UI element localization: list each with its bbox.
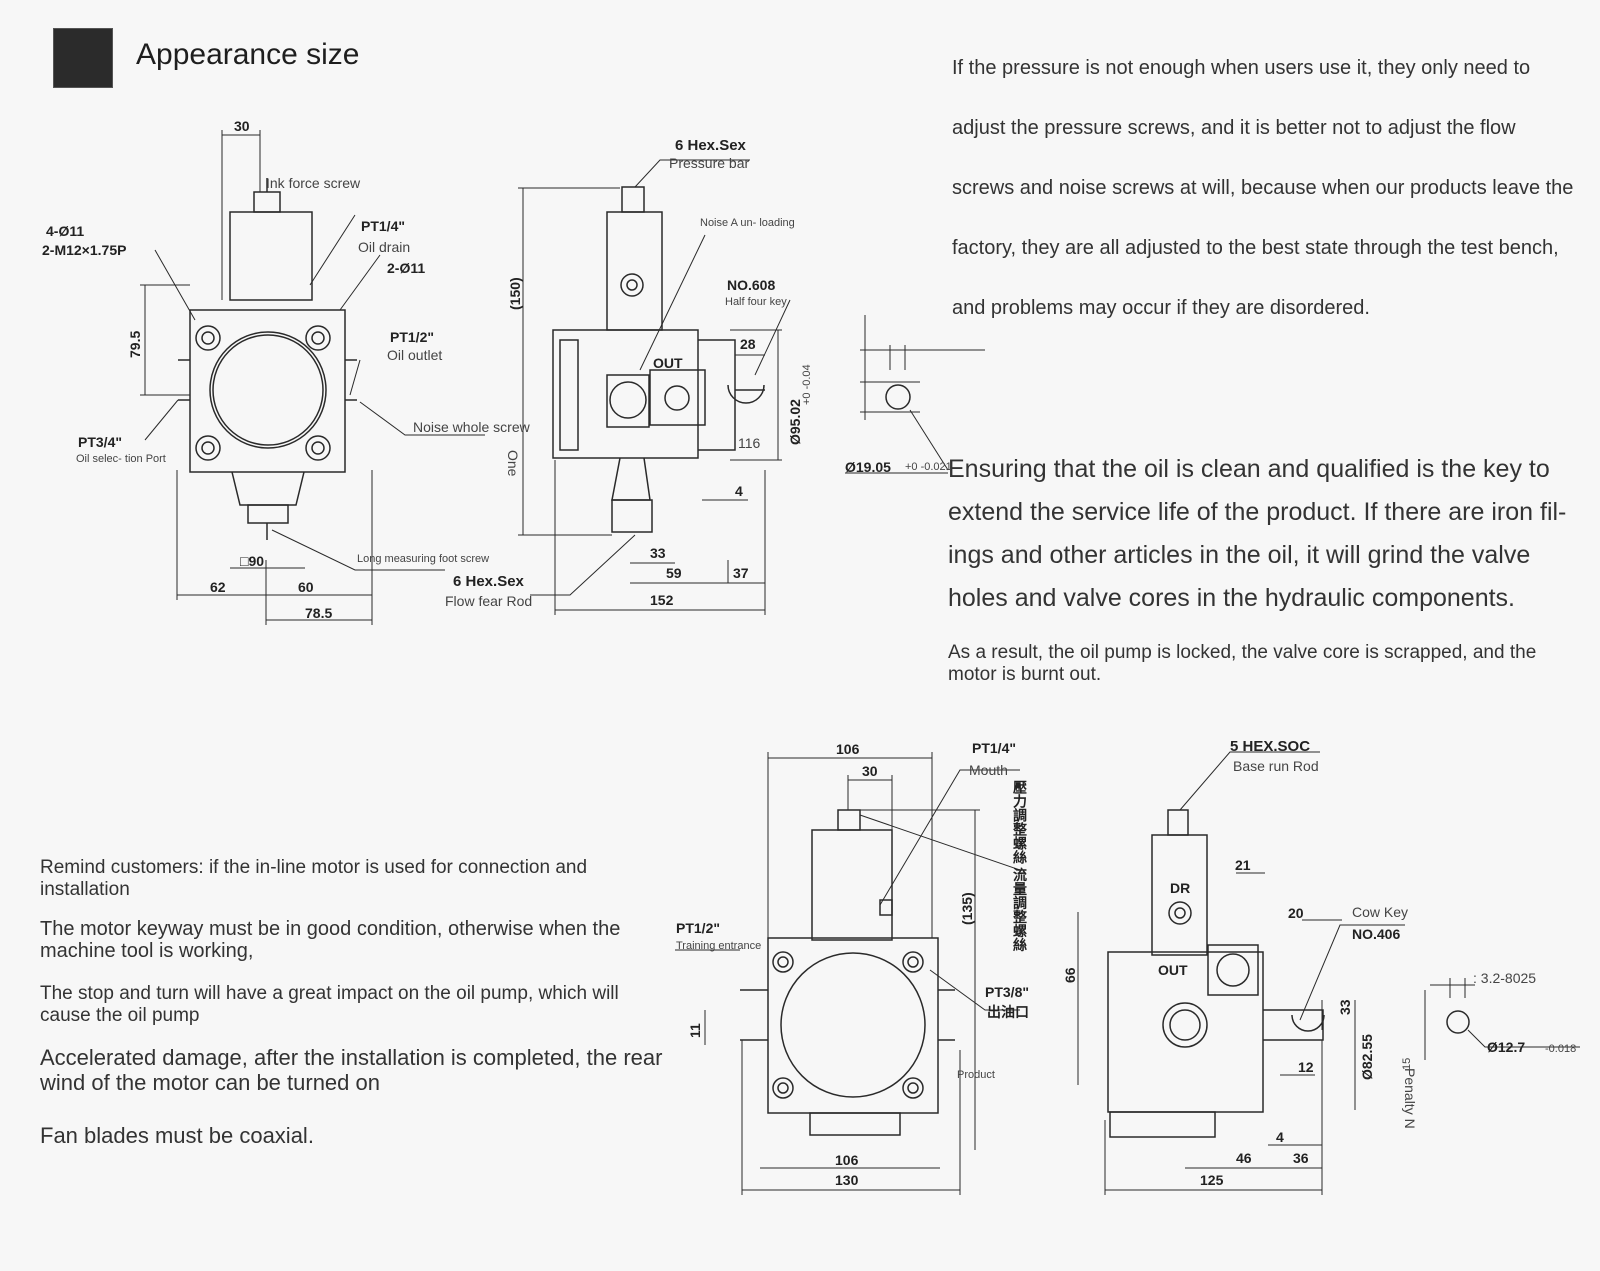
- bottom-shaft-detail: [1424, 978, 1580, 1060]
- dim-33-top: 33: [650, 545, 666, 561]
- product-label: Product: [957, 1069, 995, 1081]
- bottom-front-view: [675, 752, 1021, 1195]
- dim-30-bottom: 30: [862, 763, 878, 779]
- remind-line-1: Remind customers: if the in-line motor i…: [40, 857, 588, 900]
- shaft-spec-bottom: : 3.2-8025: [1473, 970, 1536, 986]
- one-label: One: [505, 450, 521, 477]
- dim-12: 12: [1298, 1059, 1314, 1075]
- tol-9502: +0 -0.04: [801, 364, 813, 405]
- thread-m12: 2-M12×1.75P: [42, 242, 126, 258]
- bottom-side-view: [1077, 751, 1405, 1195]
- dim-33-bottom: 33: [1337, 999, 1353, 1015]
- remind-line-2: The motor keyway must be in good conditi…: [40, 918, 621, 962]
- pt12-label: PT1/2": [390, 329, 434, 345]
- pt14-bottom: PT1/4": [972, 740, 1016, 756]
- dim-20: 20: [1288, 905, 1304, 921]
- no608-label: NO.608: [727, 277, 775, 293]
- pt38-label: PT3/8": [985, 984, 1029, 1000]
- dim-106-top: 106: [836, 741, 860, 757]
- noise-unloading-label: Noise A un- loading: [700, 217, 795, 229]
- shaft-dia-top: Ø19.05: [845, 459, 891, 475]
- dim-11: 11: [687, 1023, 703, 1038]
- pt12-bottom: PT1/2": [676, 920, 720, 936]
- dim-152: 152: [650, 592, 674, 608]
- top-front-view: [140, 130, 485, 625]
- result-note: As a result, the oil pump is locked, the…: [948, 642, 1537, 685]
- dim-36: 36: [1293, 1150, 1309, 1166]
- sq90: □90: [240, 553, 264, 569]
- chinese-outlet: 出油口: [987, 1004, 1029, 1020]
- dim-4-bottom: 4: [1276, 1129, 1284, 1145]
- pressure-note: If the pressure is not enough when users…: [952, 57, 1574, 319]
- page-title: Appearance size: [136, 38, 360, 71]
- oil-outlet-label: Oil outlet: [387, 347, 442, 363]
- dim-21: 21: [1235, 857, 1251, 873]
- shaft-tol-top: +0 -0.021: [905, 461, 952, 473]
- dim-125: 125: [1200, 1172, 1224, 1188]
- header-square: [53, 28, 113, 88]
- hole-4-011: 4-Ø11: [46, 223, 84, 239]
- dim-62: 62: [210, 579, 226, 595]
- long-measuring-label: Long measuring foot screw: [357, 553, 489, 565]
- ink-force-screw-label: Ink force screw: [266, 175, 361, 191]
- dim-28: 28: [740, 336, 756, 352]
- oil-note: Ensuring that the oil is clean and quali…: [948, 455, 1567, 612]
- dim-37: 37: [733, 565, 749, 581]
- dim-135: (135): [959, 892, 975, 925]
- dim-4-top: 4: [735, 483, 743, 499]
- hex-soc-label: 5 HEX.SOC: [1230, 738, 1310, 755]
- shaft-dia-bottom: Ø12.7: [1487, 1039, 1525, 1055]
- pt14-label: PT1/4": [361, 218, 405, 234]
- dim-59: 59: [666, 565, 682, 581]
- remind-line-3: The stop and turn will have a great impa…: [40, 983, 619, 1026]
- flow-fear-rod-label: Flow fear Rod: [445, 593, 532, 609]
- oil-drain-label: Oil drain: [358, 239, 410, 255]
- top-side-view: [518, 159, 791, 615]
- dim-8255: Ø82.55: [1359, 1034, 1375, 1080]
- top-shaft-detail: [845, 315, 985, 474]
- training-entrance-label: Training entrance: [676, 940, 761, 952]
- dim-30: 30: [234, 118, 250, 134]
- dim-9502: Ø95.02: [787, 399, 803, 445]
- base-run-rod-label: Base run Rod: [1233, 758, 1319, 774]
- pt34-label: PT3/4": [78, 434, 122, 450]
- shaft-tol-bottom: -0.018: [1545, 1043, 1576, 1055]
- dim-66: 66: [1062, 967, 1078, 983]
- dim-150: (150): [507, 277, 523, 310]
- remind-line-4: Accelerated damage, after the installati…: [40, 1045, 663, 1095]
- no406-label: NO.406: [1352, 926, 1400, 942]
- noise-whole-screw-label: Noise whole screw: [413, 419, 531, 435]
- out-label-bottom: OUT: [1158, 962, 1188, 978]
- remind-line-5: Fan blades must be coaxial.: [40, 1123, 314, 1148]
- chinese-vertical: 壓力調整螺絲 流量調整螺絲: [1012, 779, 1028, 953]
- dim-795: 79.5: [127, 331, 143, 358]
- half-four-key-label: Half four key: [725, 296, 787, 308]
- mouth-label: Mouth: [969, 762, 1008, 778]
- dim-785: 78.5: [305, 605, 332, 621]
- cow-key-label: Cow Key: [1352, 904, 1408, 920]
- dim-130: 130: [835, 1172, 859, 1188]
- hex-sex-top: 6 Hex.Sex: [675, 137, 747, 154]
- pressure-bar-label: Pressure bar: [669, 155, 749, 171]
- dim-116: 116: [738, 435, 761, 451]
- dim-106-bottom: 106: [835, 1152, 859, 1168]
- dim-15: 15: [1401, 1058, 1413, 1070]
- hex-sex-bottom: 6 Hex.Sex: [453, 573, 525, 590]
- hole-2-011: 2-Ø11: [387, 260, 425, 276]
- penalty-label: Penalty N: [1402, 1068, 1418, 1129]
- oil-selection-port-label: Oil selec- tion Port: [76, 453, 166, 465]
- dim-60: 60: [298, 579, 314, 595]
- dim-46: 46: [1236, 1150, 1252, 1166]
- out-label-top: OUT: [653, 355, 683, 371]
- dr-label: DR: [1170, 880, 1190, 896]
